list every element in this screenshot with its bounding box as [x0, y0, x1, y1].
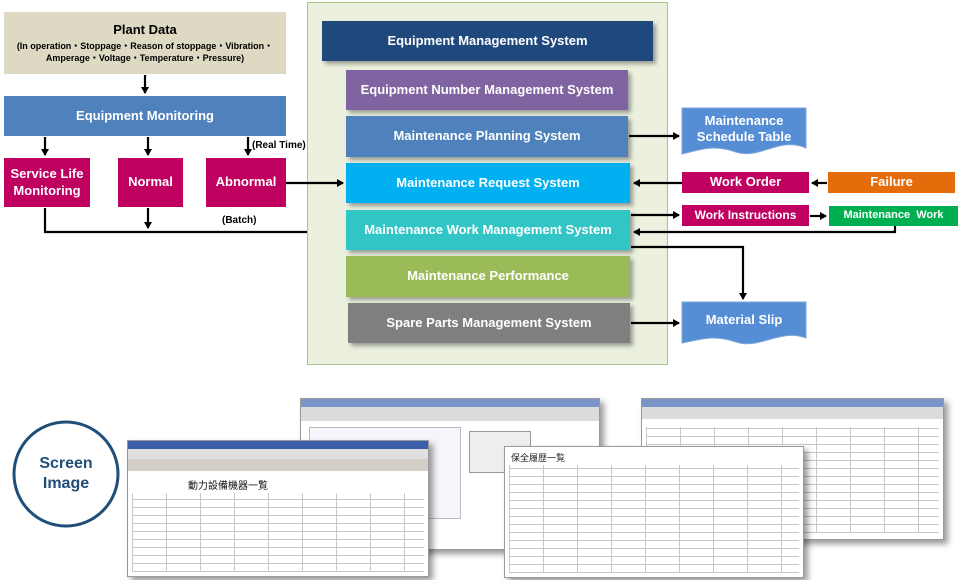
thumbnail-toolbar — [128, 459, 428, 471]
schedule-table-doc-shape — [681, 107, 807, 155]
thumbnail-table-title: 動力設備機器一覧 — [188, 481, 268, 492]
thumbnail-list-title: 保全履歴一覧 — [511, 453, 566, 463]
plant-data-detail-1: (In operation・Stoppage・Reason of stoppag… — [16, 41, 274, 52]
batch-line — [43, 208, 307, 234]
material-slip-doc-shape — [681, 301, 807, 345]
plant-data-box: Plant Data (In operation・Stoppage・Reason… — [4, 12, 286, 74]
arrow-workmgmt-to-materialslip — [631, 245, 747, 300]
material-slip-label: Material Slip — [705, 311, 783, 327]
thumbnail-toolbar — [301, 407, 599, 421]
thumbnail-titlebar — [128, 441, 428, 449]
screen-image-circle — [12, 420, 120, 528]
thumbnail-menubar — [128, 449, 428, 459]
real-time-label: (Real Time) — [252, 140, 306, 151]
equipment-management-system-title: Equipment Management System — [322, 21, 653, 61]
maintenance-schedule-table-label: Maintenance Schedule Table — [696, 112, 792, 144]
equipment-monitoring-box: Equipment Monitoring — [4, 96, 286, 136]
normal-box: Normal — [118, 158, 183, 207]
abnormal-box: Abnormal — [206, 158, 286, 207]
work-instructions-box: Work Instructions — [682, 205, 809, 226]
arrow-maintwork-to-workmgmt — [633, 226, 897, 236]
work-order-box: Work Order — [682, 172, 809, 193]
screenshot-thumbnail-list: 保全履歴一覧 — [504, 446, 804, 578]
spare-parts-management-box: Spare Parts Management System — [348, 303, 630, 343]
batch-label: (Batch) — [222, 215, 257, 226]
thumbnail-list-grid — [509, 465, 799, 573]
plant-data-detail-2: Amperage・Voltage・Temperature・Pressure) — [45, 52, 245, 63]
thumbnail-titlebar — [642, 399, 943, 407]
maintenance-work-management-box: Maintenance Work Management System — [346, 210, 630, 250]
equipment-number-management-box: Equipment Number Management System — [346, 70, 628, 110]
maintenance-request-box: Maintenance Request System — [346, 163, 630, 203]
failure-box: Failure — [828, 172, 955, 193]
maintenance-work-box: Maintenance Work — [829, 206, 958, 226]
maintenance-planning-box: Maintenance Planning System — [346, 116, 628, 157]
maintenance-performance-box: Maintenance Performance — [346, 256, 630, 297]
plant-data-title: Plant Data — [113, 22, 177, 38]
thumbnail-toolbar — [642, 407, 943, 419]
screenshot-thumbnail-table: 動力設備機器一覧 — [127, 440, 429, 577]
screen-image-label: Screen Image — [39, 455, 93, 492]
service-life-monitoring-box: Service Life Monitoring — [4, 158, 90, 207]
thumbnail-titlebar — [301, 399, 599, 407]
thumbnail-table-grid — [132, 493, 424, 572]
